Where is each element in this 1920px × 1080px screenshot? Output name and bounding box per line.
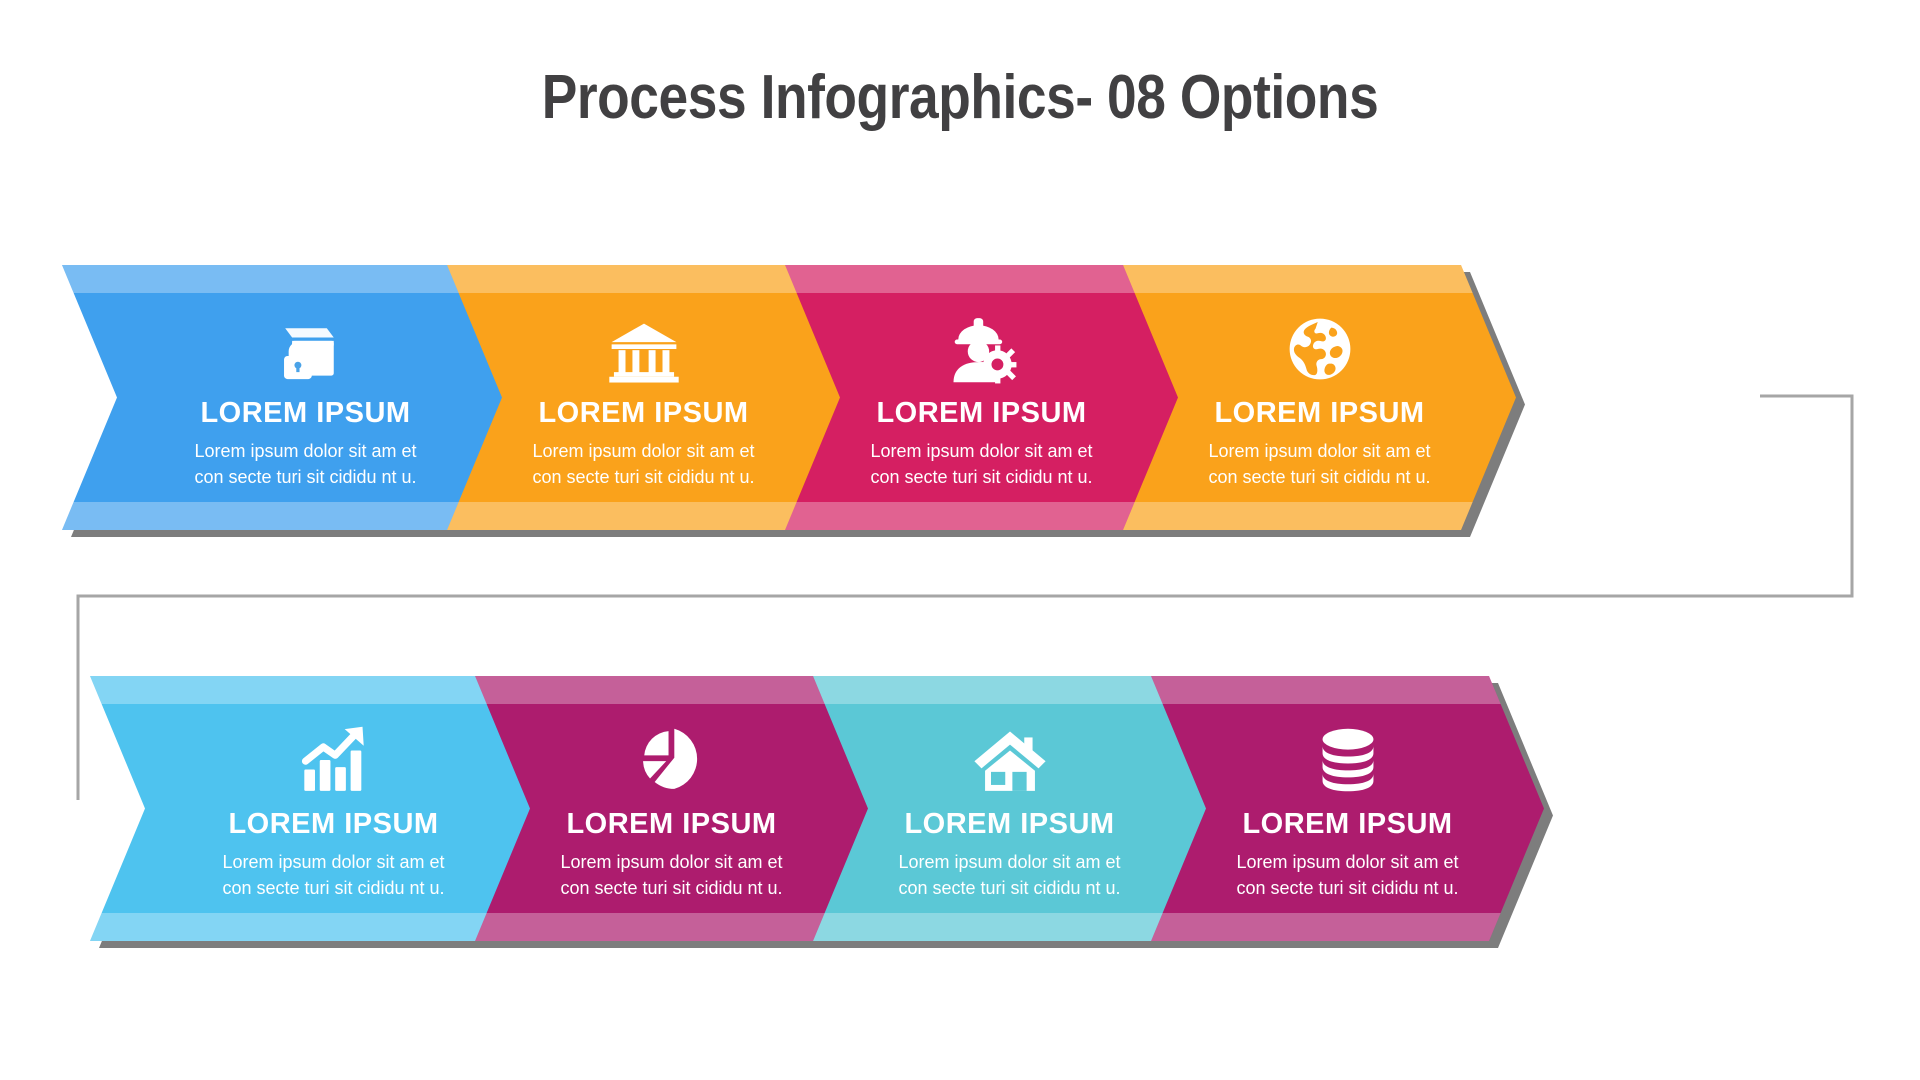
step-description-line-1: Lorem ipsum dolor sit am et xyxy=(898,851,1121,872)
step-heading: LOREM IPSUM xyxy=(904,807,1115,840)
step-heading: LOREM IPSUM xyxy=(1242,807,1453,840)
step-content: LOREM IPSUM Lorem ipsum dolor sit am et co… xyxy=(117,265,494,530)
step-content: LOREM IPSUM Lorem ipsum dolor sit am et co… xyxy=(821,676,1198,941)
engineer-gear-icon xyxy=(944,305,1020,393)
process-step-1[interactable]: LOREM IPSUM Lorem ipsum dolor sit am et co… xyxy=(62,265,502,530)
banner-bottom-band xyxy=(766,913,1206,941)
step-heading: LOREM IPSUM xyxy=(200,396,411,429)
step-description: Lorem ipsum dolor sit am et con secte tur… xyxy=(1208,439,1430,490)
process-row-1: LOREM IPSUM Lorem ipsum dolor sit am et co… xyxy=(0,265,1920,537)
step-content: LOREM IPSUM Lorem ipsum dolor sit am et co… xyxy=(455,265,832,530)
step-description: Lorem ipsum dolor sit am et con secte tur… xyxy=(560,850,782,901)
step-content: LOREM IPSUM Lorem ipsum dolor sit am et co… xyxy=(1159,676,1536,941)
step-description: Lorem ipsum dolor sit am et con secte tur… xyxy=(532,439,754,490)
bank-icon xyxy=(607,305,681,393)
database-icon xyxy=(1311,716,1385,804)
step-description-line-2: con secte turi sit cididu nt u. xyxy=(898,877,1121,898)
step-description-line-1: Lorem ipsum dolor sit am et xyxy=(194,440,417,461)
step-description-line-1: Lorem ipsum dolor sit am et xyxy=(870,440,1093,461)
house-icon xyxy=(972,716,1048,804)
step-description-line-2: con secte turi sit cididu nt u. xyxy=(1236,877,1459,898)
step-description: Lorem ipsum dolor sit am et con secte tur… xyxy=(194,439,416,490)
step-description-line-2: con secte turi sit cididu nt u. xyxy=(532,466,755,487)
step-heading: LOREM IPSUM xyxy=(876,396,1087,429)
step-description: Lorem ipsum dolor sit am et con secte tur… xyxy=(898,850,1120,901)
banner-bottom-band xyxy=(90,913,530,941)
step-heading: LOREM IPSUM xyxy=(538,396,749,429)
step-description-line-2: con secte turi sit cididu nt u. xyxy=(1208,466,1431,487)
step-description-line-1: Lorem ipsum dolor sit am et xyxy=(532,440,755,461)
step-description-line-1: Lorem ipsum dolor sit am et xyxy=(1236,851,1459,872)
step-description: Lorem ipsum dolor sit am et con secte tur… xyxy=(1236,850,1458,901)
locked-box-icon xyxy=(269,305,343,393)
step-description: Lorem ipsum dolor sit am et con secte tur… xyxy=(222,850,444,901)
process-row-2: LOREM IPSUM Lorem ipsum dolor sit am et co… xyxy=(0,676,1920,948)
step-description-line-1: Lorem ipsum dolor sit am et xyxy=(222,851,445,872)
process-step-5[interactable]: LOREM IPSUM Lorem ipsum dolor sit am et co… xyxy=(90,676,530,941)
step-description-line-2: con secte turi sit cididu nt u. xyxy=(560,877,783,898)
step-description-line-2: con secte turi sit cididu nt u. xyxy=(194,466,417,487)
banner-top-band xyxy=(62,265,502,293)
banner-bottom-band xyxy=(1104,913,1544,941)
step-content: LOREM IPSUM Lorem ipsum dolor sit am et co… xyxy=(1131,265,1508,530)
step-content: LOREM IPSUM Lorem ipsum dolor sit am et co… xyxy=(793,265,1170,530)
banner-bottom-band xyxy=(428,913,868,941)
step-description: Lorem ipsum dolor sit am et con secte tur… xyxy=(870,439,1092,490)
banner-top-band xyxy=(1076,265,1516,293)
step-description-line-1: Lorem ipsum dolor sit am et xyxy=(1208,440,1431,461)
step-content: LOREM IPSUM Lorem ipsum dolor sit am et co… xyxy=(145,676,522,941)
step-heading: LOREM IPSUM xyxy=(566,807,777,840)
banner-top-band xyxy=(400,265,840,293)
step-content: LOREM IPSUM Lorem ipsum dolor sit am et co… xyxy=(483,676,860,941)
step-description-line-1: Lorem ipsum dolor sit am et xyxy=(560,851,783,872)
page-title: Process Infographics- 08 Options xyxy=(541,63,1379,132)
step-heading: LOREM IPSUM xyxy=(228,807,439,840)
banner-top-band xyxy=(738,265,1178,293)
step-description-line-2: con secte turi sit cididu nt u. xyxy=(222,877,445,898)
growth-chart-icon xyxy=(296,716,372,804)
step-heading: LOREM IPSUM xyxy=(1214,396,1425,429)
step-description-line-2: con secte turi sit cididu nt u. xyxy=(870,466,1093,487)
pie-chart-icon xyxy=(635,716,709,804)
globe-icon xyxy=(1284,305,1356,393)
